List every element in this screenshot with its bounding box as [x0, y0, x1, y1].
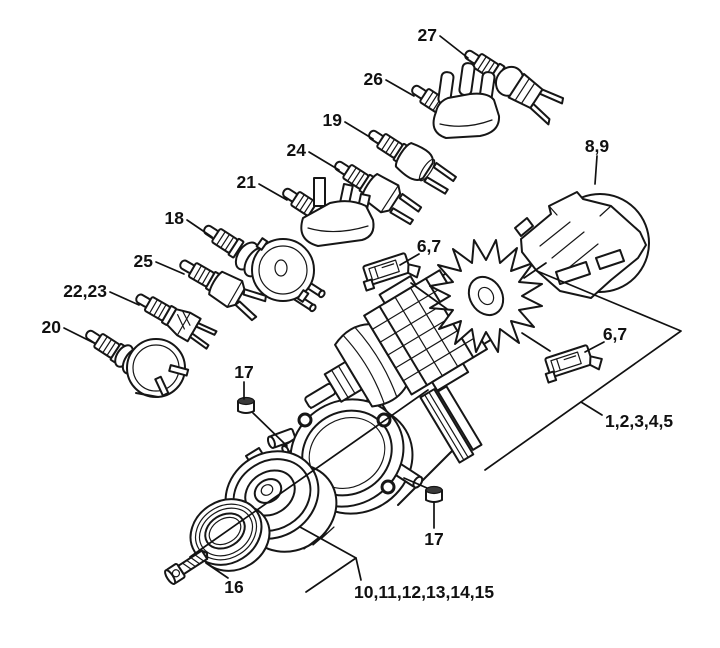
callout-1-2-3-4-5[interactable]: 1,2,3,4,5 [605, 411, 673, 431]
callout-21[interactable]: 21 [237, 172, 257, 192]
motor-armature [304, 239, 543, 409]
callout-27[interactable]: 27 [418, 25, 437, 45]
callout-leader-lines [63, 35, 682, 593]
callout-22-23[interactable]: 22,23 [63, 281, 107, 301]
screw [164, 549, 209, 585]
assembly-axis-lines [189, 262, 551, 558]
brush-holder-lower [540, 340, 606, 387]
callout-20[interactable]: 20 [42, 317, 62, 337]
callout-8-9[interactable]: 8,9 [585, 136, 610, 156]
callout-18[interactable]: 18 [165, 208, 185, 228]
plug-20 [80, 324, 190, 398]
callout-10-15[interactable]: 10,11,12,13,14,15 [354, 582, 494, 602]
callout-6-7-upper[interactable]: 6,7 [417, 236, 441, 256]
callout-6-7-lower[interactable]: 6,7 [603, 324, 627, 344]
callout-16[interactable]: 16 [224, 577, 244, 597]
callout-17-lower[interactable]: 17 [424, 529, 443, 549]
callout-17-upper[interactable]: 17 [234, 362, 253, 382]
plug-21 [277, 177, 375, 247]
callout-26[interactable]: 26 [364, 69, 384, 89]
callout-labels: 27 26 19 24 21 18 25 22,23 20 8,9 6,7 6,… [42, 25, 674, 602]
plug-cap-lower [425, 485, 443, 503]
plug-cap-upper [237, 396, 255, 414]
motor-end-cap [514, 191, 650, 299]
callout-19[interactable]: 19 [323, 110, 343, 130]
group-bracket-motor-assembly [484, 270, 682, 471]
plug-18 [198, 219, 326, 313]
plug-26 [406, 62, 501, 139]
motor-cooling-fan [429, 239, 543, 353]
callout-24[interactable]: 24 [287, 140, 307, 160]
callout-25[interactable]: 25 [134, 251, 154, 271]
